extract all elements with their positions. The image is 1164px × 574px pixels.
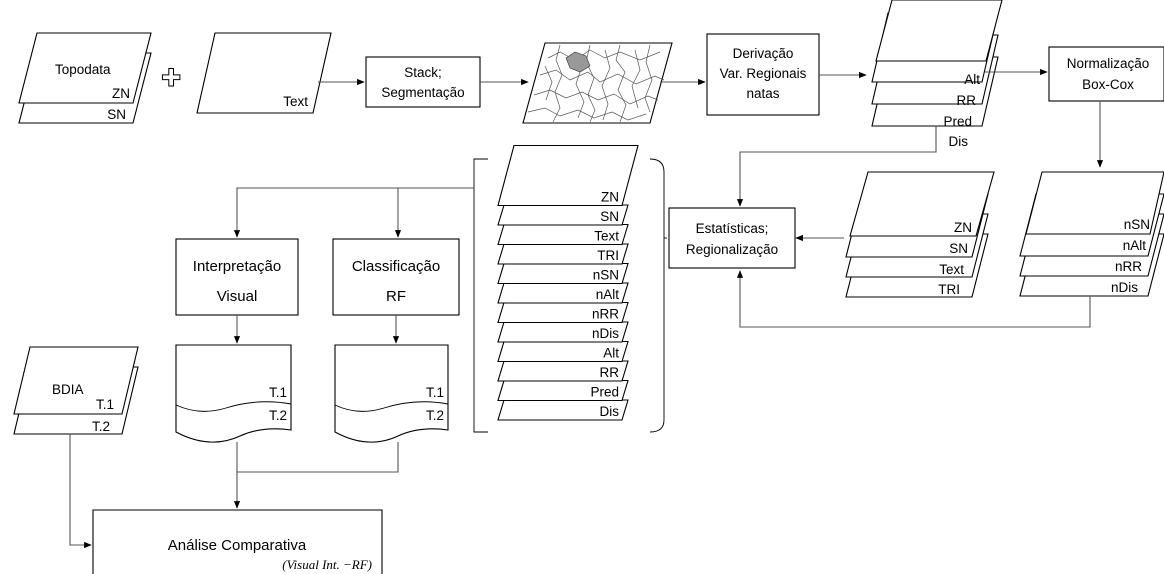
interpretacao-line1: Interpretação [193,258,281,275]
regional-var-alt: Alt [964,72,980,87]
classificacao-output-document: T.1 T.2 [334,344,449,443]
stack-label-dis: Dis [600,404,620,419]
stack-layer-zn [497,144,639,207]
classificacao-doc-t1: T.1 [426,385,444,400]
stack-label-zn: ZN [601,190,619,205]
stack-label-ndis: nDis [592,326,619,341]
interpretacao-line2: Visual [217,288,258,305]
arrow-nvars-to-estatisticas [736,270,1091,328]
regional-var-rr: RR [957,93,977,108]
text-input-layer [196,32,332,114]
stack-label-alt: Alt [603,346,619,361]
stack-label-tri: TRI [597,248,619,263]
topodata-zn-layer [18,32,152,104]
stack-label-nrr: nRR [592,307,619,322]
topodata-layer-zn: ZN [112,86,130,101]
derivacao-line2: Var. Regionais [720,66,807,81]
normalized-var-nsn: nSN [1124,217,1150,232]
classificacao-doc-t2: T.2 [426,408,444,423]
terrain-var-text: Text [939,262,964,277]
derivacao-box [706,33,820,116]
bdia-layers: BDIA T.1 T.2 [13,346,139,435]
arrow-stack-to-interpretacao [233,187,474,238]
segmentation-map-image [522,42,673,124]
stack-left-bracket [473,158,488,433]
terrain-vars-stack: ZN SN Text TRI [845,171,995,298]
normalized-var-nrr: nRR [1115,259,1142,274]
normalized-vars-stack: nSN nAlt nRR nDis [1019,171,1164,297]
classificacao-line2: RF [386,288,406,305]
terrain-var-tri: TRI [938,282,960,297]
normalizacao-line1: Normalização [1067,56,1150,71]
bdia-layer-t1: T.1 [96,397,114,412]
derivacao-line1: Derivação [733,46,794,61]
interpretacao-visual-box [175,238,299,316]
stack-label-text: Text [594,229,619,244]
bdia-layer-t2: T.2 [92,419,110,434]
analise-title: Análise Comparativa [168,537,307,554]
analise-comparativa-box [92,509,383,574]
regional-var-dis: Dis [949,134,969,149]
topodata-layer-sn: SN [107,107,126,122]
plus-icon: ✚ [161,64,181,92]
normalizacao-line2: Box-Cox [1082,77,1134,92]
stack-segmentacao-box [365,56,481,108]
stack-line1: Stack; [404,65,442,80]
estatisticas-line2: Regionalização [686,242,778,257]
normalized-var-ndis: nDis [1111,280,1138,295]
terrain-var-zn: ZN [954,220,972,235]
stack-label-sn: SN [600,209,619,224]
interpretacao-output-document: T.1 T.2 [175,344,292,443]
stack-label-nsn: nSN [593,268,619,283]
bdia-title: BDIA [52,382,84,397]
estatisticas-line1: Estatísticas; [696,221,769,236]
stack-label-pred: Pred [590,385,619,400]
regional-vars-stack: Alt RR Pred Dis [871,0,1003,149]
stack-right-bracket [649,158,665,433]
normalized-var-nalt: nAlt [1123,238,1147,253]
arrow-bdia-to-analise [69,434,92,549]
terrain-var-sn: SN [949,241,968,256]
text-input-label: Text [283,94,308,109]
normalizacao-box [1048,46,1164,102]
classificacao-line1: Classificação [352,258,440,275]
stack-label-rr: RR [600,365,620,380]
analise-formula: (Visual Int. −RF) [282,557,372,572]
interpretacao-doc-t2: T.2 [269,408,287,423]
topodata-layers: Topodata ZN SN [18,32,152,124]
stack-label-nalt: nAlt [596,287,620,302]
estatisticas-box [668,207,796,269]
topodata-title: Topodata [55,62,111,77]
all-vars-stack: Dis Pred RR Alt nDis nRR nAlt nSN TRI Text SN ZN [497,144,639,421]
stack-line2: Segmentação [381,85,464,100]
interpretacao-doc-t1: T.1 [269,385,287,400]
derivacao-line3: natas [746,86,779,101]
classificacao-rf-box [332,238,460,316]
arrow-vars-to-estatisticas [736,126,937,207]
arrow-docs-to-analise [233,442,399,509]
regional-var-pred: Pred [943,114,972,129]
